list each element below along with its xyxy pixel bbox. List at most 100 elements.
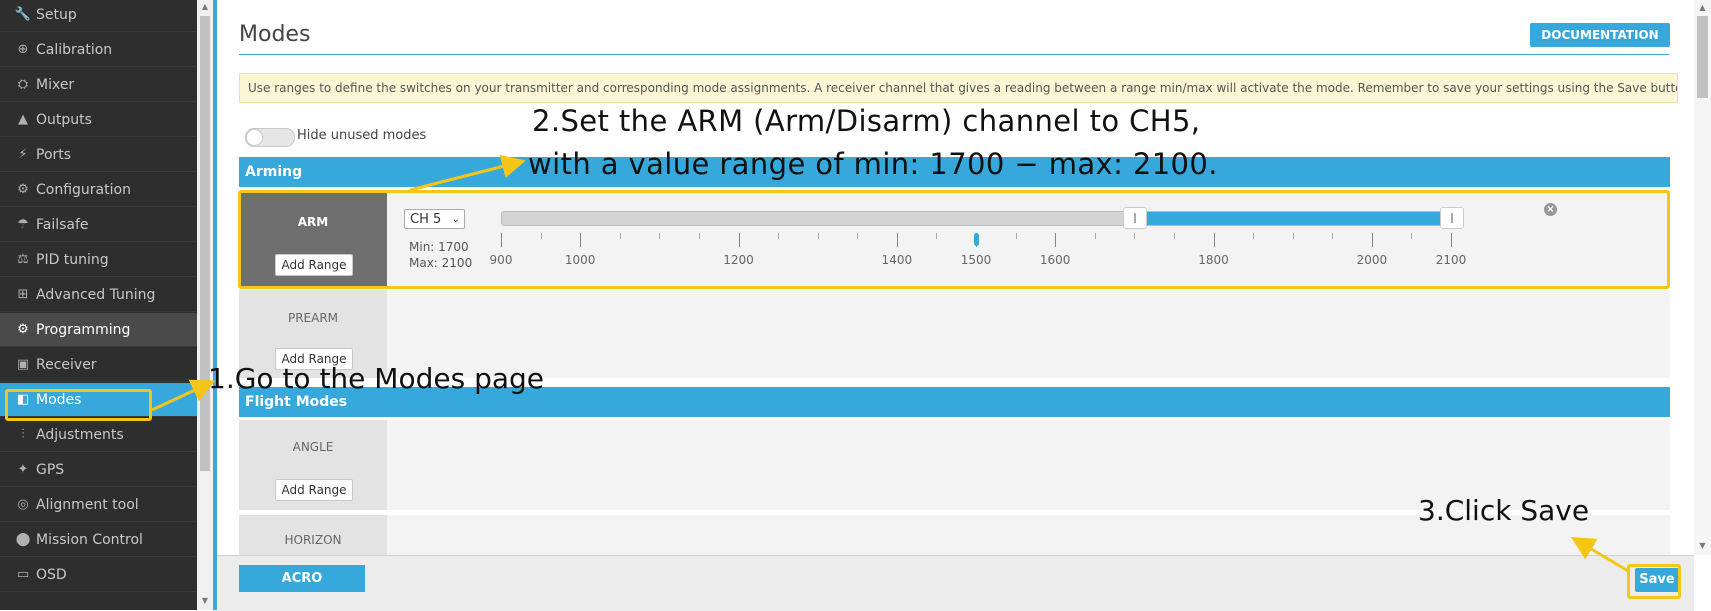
sidebar-item-label: Ports xyxy=(36,147,72,163)
scale-tick xyxy=(659,233,661,239)
scale-tick xyxy=(1411,233,1413,239)
sidebar-item-configuration[interactable]: ⚙Configuration xyxy=(0,173,197,207)
range-min-label: Min: 1700 xyxy=(409,240,469,254)
channel-select[interactable]: CH 5 ⌄ xyxy=(404,209,465,229)
mode-row-horizon: HORIZON xyxy=(239,515,1670,555)
range-slider[interactable] xyxy=(501,207,1464,229)
chevron-down-icon: ⌄ xyxy=(451,214,460,225)
mode-name-cell: ANGLE Add Range xyxy=(239,420,387,510)
compass-icon: ◎ xyxy=(17,497,29,512)
sidebar-item-label: Mixer xyxy=(36,77,75,93)
acro-mode-button[interactable]: ACRO xyxy=(239,565,365,592)
scale-tick xyxy=(738,233,740,247)
scroll-up-icon[interactable]: ▲ xyxy=(1699,3,1706,12)
sidebar-item-label: Modes xyxy=(36,392,82,408)
sidebar-item-modes[interactable]: ◧Modes xyxy=(0,383,197,417)
sidebar-item-adjustments[interactable]: ⫶Adjustments xyxy=(0,418,197,452)
channel-select-value: CH 5 xyxy=(410,212,442,227)
sidebar-item-gps[interactable]: ✦ GPS xyxy=(0,453,197,487)
scale-tick-label: 1800 xyxy=(1198,253,1229,267)
add-range-button[interactable]: Add Range xyxy=(275,348,353,370)
sidebar-item-programming[interactable]: ⚙Programming xyxy=(0,313,197,347)
sidebar-item-outputs[interactable]: ▲Outputs xyxy=(0,103,197,137)
map-pin-icon: ⬤ xyxy=(15,532,31,547)
sidebar-item-pid-tuning[interactable]: ⚖PID tuning xyxy=(0,243,197,277)
crosshair-icon: ⊕ xyxy=(17,42,29,57)
sidebar-scroll-thumb[interactable] xyxy=(200,16,210,471)
range-slider-fill xyxy=(1135,212,1452,225)
scale-tick xyxy=(698,233,700,239)
sidebar-item-label: Calibration xyxy=(36,42,113,58)
add-range-button[interactable]: Add Range xyxy=(275,479,353,501)
add-range-button[interactable]: Add Range xyxy=(275,254,353,276)
documentation-button[interactable]: DOCUMENTATION xyxy=(1530,23,1670,47)
sidebar-item-mission-control[interactable]: ⬤ Mission Control xyxy=(0,523,197,557)
sidebar-item-label: Mission Control xyxy=(36,532,143,548)
main-scrollbar[interactable]: ▲ ▼ xyxy=(1694,0,1711,555)
sidebar-item-osd[interactable]: ▭OSD xyxy=(0,558,197,592)
scale-tick-label: 1200 xyxy=(723,253,754,267)
scroll-down-icon[interactable]: ▼ xyxy=(1699,541,1706,550)
scale-tick xyxy=(1371,233,1373,247)
sidebar-item-advanced-tuning[interactable]: ⊞Advanced Tuning xyxy=(0,278,197,312)
mode-name-cell: HORIZON xyxy=(239,515,387,555)
satellite-icon: ✦ xyxy=(17,462,29,477)
sidebar-item-label: Setup xyxy=(36,7,77,23)
mode-name-arm: ARM xyxy=(297,215,329,229)
scale-tick xyxy=(817,233,819,239)
scale-tick xyxy=(1055,233,1057,247)
main-content: Modes DOCUMENTATION Use ranges to define… xyxy=(217,0,1694,611)
plug-icon: ⚡ xyxy=(18,147,28,162)
mixer-icon: ⛭ xyxy=(17,77,29,92)
scale-tick xyxy=(1094,233,1096,239)
scale-tick-label: 900 xyxy=(489,253,513,267)
page-title: Modes xyxy=(239,22,311,47)
sidebar-item-calibration[interactable]: ⊕ Calibration xyxy=(0,33,197,67)
scale-tick xyxy=(1015,233,1017,239)
sidebar-item-label: GPS xyxy=(36,462,65,478)
scale-tick xyxy=(778,233,780,239)
scroll-down-icon[interactable]: ▼ xyxy=(201,596,209,605)
annotation-step1: 1.Go to the Modes page xyxy=(208,362,545,395)
sidebar-item-label: OSD xyxy=(36,567,67,583)
scale-tick-label: 2100 xyxy=(1435,253,1467,267)
scale-tick xyxy=(936,233,938,239)
range-max-handle[interactable] xyxy=(1440,207,1464,229)
sidebar-item-alignment-tool[interactable]: ◎ Alignment tool xyxy=(0,488,197,522)
scale-tick xyxy=(501,233,502,247)
sidebar-item-label: Adjustments xyxy=(36,427,124,443)
sidebar-item-ports[interactable]: ⚡ Ports xyxy=(0,138,197,172)
scroll-up-icon[interactable]: ▲ xyxy=(201,2,209,11)
sidebar-item-failsafe[interactable]: ☂ Failsafe xyxy=(0,208,197,242)
section-header-flight-modes: Flight Modes xyxy=(239,387,1670,417)
parachute-icon: ☂ xyxy=(17,217,29,232)
content-edge-divider xyxy=(213,0,217,610)
scale-tick xyxy=(1332,233,1334,239)
main-scroll-thumb[interactable] xyxy=(1697,16,1708,98)
mode-row-angle: ANGLE Add Range xyxy=(239,420,1670,510)
mode-row-arm: ARM Add Range CH 5 ⌄ Min: 1700 Max: 2100… xyxy=(239,193,1670,286)
wrench-icon: 🔧 xyxy=(14,7,32,22)
sidebar-scrollbar[interactable]: ▲ ▼ xyxy=(197,0,213,610)
scale-tick-label: 2000 xyxy=(1356,253,1388,267)
info-note: Use ranges to define the switches on you… xyxy=(239,73,1678,103)
sidebar-item-label: PID tuning xyxy=(36,252,109,268)
scale-tick xyxy=(1292,233,1294,239)
sidebar-item-receiver[interactable]: ▣Receiver xyxy=(0,348,197,382)
sidebar-item-label: Failsafe xyxy=(36,217,89,233)
sidebar-item-label: Receiver xyxy=(36,357,97,373)
title-divider xyxy=(239,54,1669,55)
hide-unused-modes-toggle[interactable] xyxy=(245,128,295,147)
sidebar-item-setup[interactable]: 🔧 Setup xyxy=(0,0,197,32)
sidebar-item-label: Outputs xyxy=(36,112,92,128)
range-max-label: Max: 2100 xyxy=(409,256,473,270)
save-button[interactable]: Save xyxy=(1635,568,1679,592)
sidebar-item-mixer[interactable]: ⛭ Mixer xyxy=(0,68,197,102)
scale-tick xyxy=(1253,233,1255,239)
sidebar-item-label: Programming xyxy=(36,322,131,338)
sidebar-item-label: Alignment tool xyxy=(36,497,139,513)
sidebar-item-label: Configuration xyxy=(36,182,131,198)
range-min-handle[interactable] xyxy=(1123,207,1148,229)
remove-range-icon[interactable]: × xyxy=(1544,203,1557,216)
